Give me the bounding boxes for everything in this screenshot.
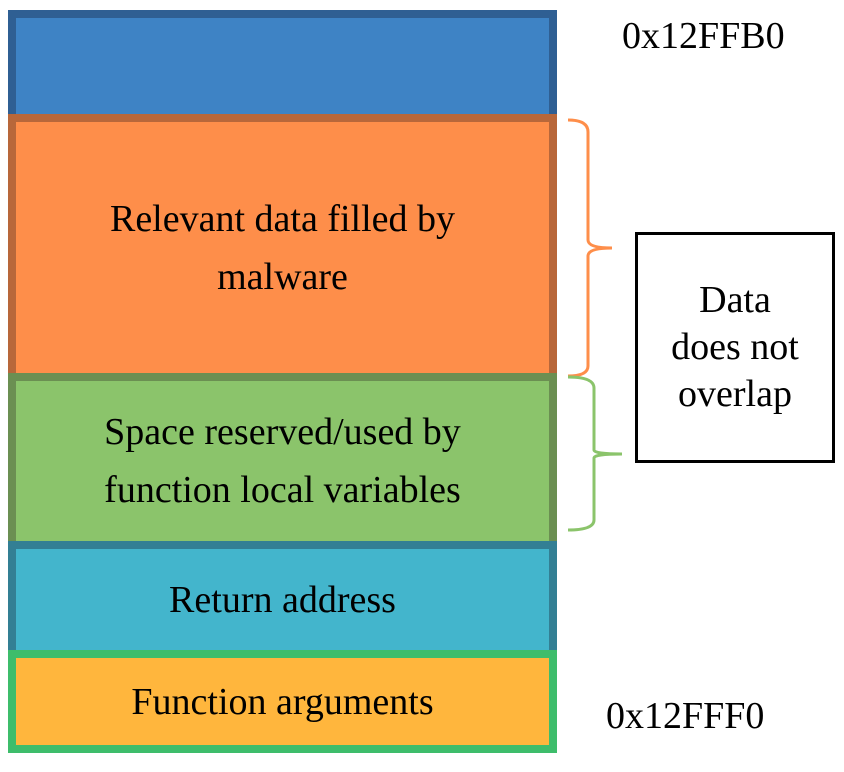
malware-data-label: Relevant data filled by malware (109, 197, 456, 298)
address-top-label: 0x12FFB0 (622, 15, 785, 57)
brace-malware-data (567, 118, 613, 378)
return-address-label: Return address (169, 578, 396, 621)
brace-local-variables (567, 375, 623, 532)
note-text: Data does not overlap (671, 279, 799, 415)
stack-block-malware-data: Relevant data filled by malware (8, 114, 557, 381)
function-arguments-label: Function arguments (131, 680, 434, 723)
local-variables-label: Space reserved/used by function local va… (104, 411, 461, 511)
address-bottom-label: 0x12FFF0 (606, 695, 765, 737)
note-box: Data does not overlap (635, 232, 835, 463)
stack-block-function-arguments: Function arguments (8, 650, 557, 753)
stack-block-local-variables: Space reserved/used by function local va… (8, 373, 557, 549)
